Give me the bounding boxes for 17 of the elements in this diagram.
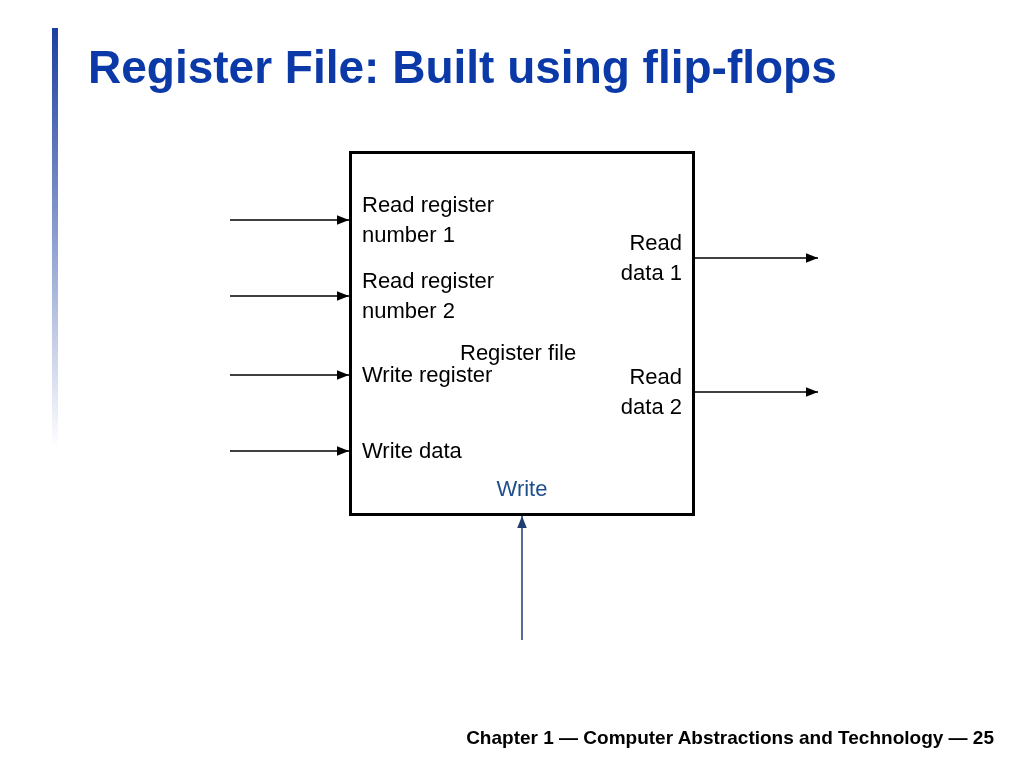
arrow: [229, 370, 350, 380]
register-file-block: [349, 151, 695, 516]
block-label: Register file: [460, 340, 577, 365]
arrow: [694, 387, 819, 397]
arrow: [694, 253, 819, 263]
port-label: Read data 2: [585, 362, 695, 422]
arrow: [517, 515, 527, 641]
port-label: Read data 1: [585, 228, 695, 288]
port-label: Write data: [349, 436, 479, 466]
footer-text: Chapter 1 — Computer Abstractions and Technology — 25: [466, 727, 994, 749]
slide-title: Register File: Built using flip-flops: [88, 40, 837, 94]
port-label: Read register number 2: [349, 266, 519, 326]
arrow: [229, 446, 350, 456]
arrow: [229, 215, 350, 225]
arrow: [229, 291, 350, 301]
port-label: Read register number 1: [349, 190, 519, 250]
port-label: Write: [487, 474, 557, 516]
